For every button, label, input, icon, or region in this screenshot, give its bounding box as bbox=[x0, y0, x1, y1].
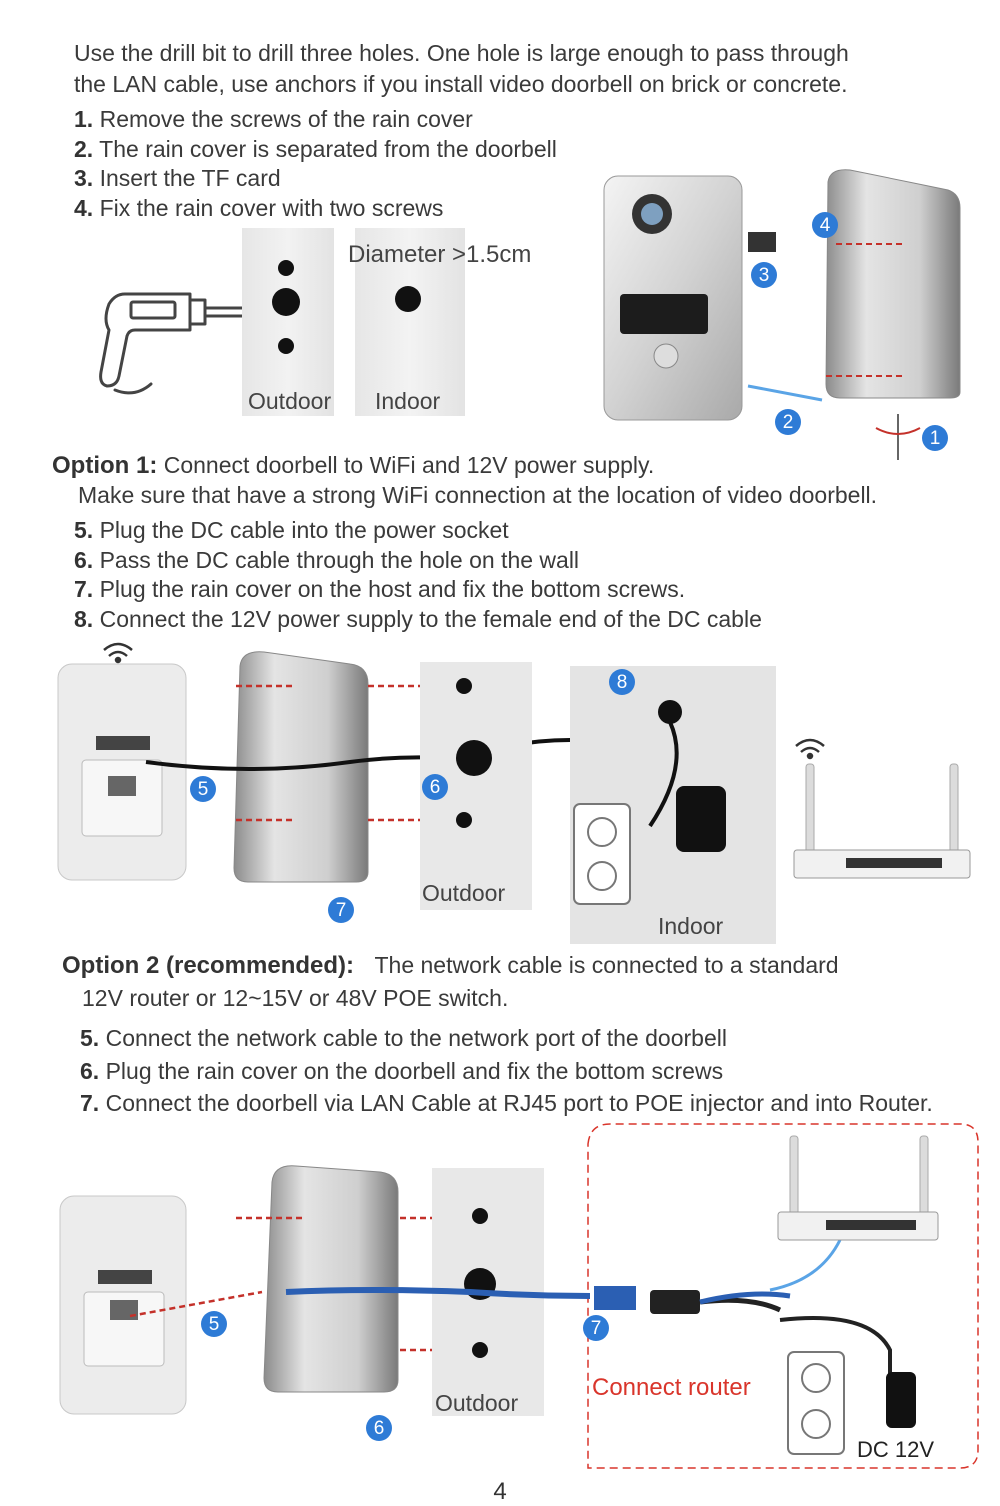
svg-text:2: 2 bbox=[783, 412, 794, 433]
option1-indoor-label: Indoor bbox=[658, 913, 724, 939]
small-hole-top bbox=[278, 260, 294, 276]
intro-line-2: the LAN cable, use anchors if you instal… bbox=[74, 71, 848, 97]
indoor-hole bbox=[395, 286, 421, 312]
svg-text:7: 7 bbox=[591, 1318, 602, 1339]
badge-2: 2 bbox=[775, 409, 801, 435]
option1-steps: 5. Plug the DC cable into the power sock… bbox=[74, 516, 762, 634]
intro-paragraph: Use the drill bit to drill three holes. … bbox=[74, 38, 954, 100]
badge-7-opt2: 7 bbox=[583, 1315, 609, 1341]
badge-8: 8 bbox=[609, 669, 635, 695]
svg-text:7: 7 bbox=[336, 900, 347, 921]
drill-illustration bbox=[99, 292, 247, 395]
option1-step-7: 7. Plug the rain cover on the host and f… bbox=[74, 576, 686, 602]
option1-step-8: 8. Connect the 12V power supply to the f… bbox=[74, 605, 762, 632]
option1-outdoor-label: Outdoor bbox=[422, 880, 506, 906]
option2-step-7: 7. Connect the doorbell via LAN Cable at… bbox=[80, 1090, 933, 1116]
badge-3: 3 bbox=[751, 262, 777, 288]
outdoor-label: Outdoor bbox=[248, 388, 332, 414]
large-hole bbox=[272, 288, 300, 316]
option2-step-5: 5. Connect the network cable to the netw… bbox=[80, 1025, 727, 1051]
option2-title: Option 2 (recommended): bbox=[62, 952, 355, 979]
badge-6-opt1: 6 bbox=[422, 774, 448, 800]
indoor-label: Indoor bbox=[375, 388, 441, 414]
option1-subtitle: Make sure that have a strong WiFi connec… bbox=[78, 482, 878, 508]
indoor-wall-patch: Indoor bbox=[355, 228, 465, 416]
diameter-label: Diameter >1.5cm bbox=[348, 241, 532, 268]
option1-illustration bbox=[57, 642, 971, 944]
option2-subtitle: 12V router or 12~15V or 48V POE switch. bbox=[82, 985, 509, 1011]
wifi-icon bbox=[103, 642, 133, 664]
connect-router-label: Connect router bbox=[592, 1374, 751, 1401]
badge-5-opt1: 5 bbox=[190, 776, 216, 802]
badge-5-opt2: 5 bbox=[201, 1311, 227, 1337]
dc-12v-label: DC 12V bbox=[857, 1437, 935, 1462]
svg-text:6: 6 bbox=[430, 777, 441, 798]
option1-step-5: 5. Plug the DC cable into the power sock… bbox=[74, 517, 509, 543]
svg-text:5: 5 bbox=[198, 779, 209, 800]
option2-step-6: 6. Plug the rain cover on the doorbell a… bbox=[80, 1057, 724, 1084]
page-number: 4 bbox=[493, 1478, 507, 1505]
install-step-3: 3. Insert the TF card bbox=[74, 165, 281, 191]
intro-line-1: Use the drill bit to drill three holes. … bbox=[74, 40, 849, 66]
install-step-1: 1. Remove the screws of the rain cover bbox=[74, 106, 473, 132]
badge-1: 1 bbox=[922, 425, 948, 451]
badge-6-opt2: 6 bbox=[366, 1415, 392, 1441]
install-step-2: 2. The rain cover is separated from the … bbox=[74, 135, 557, 162]
svg-text:3: 3 bbox=[759, 265, 770, 286]
option1-heading: Option 1: Connect doorbell to WiFi and 1… bbox=[52, 452, 654, 480]
svg-text:5: 5 bbox=[209, 1314, 220, 1335]
option2-outdoor-label: Outdoor bbox=[435, 1390, 519, 1416]
option2-steps: 5. Connect the network cable to the netw… bbox=[80, 1022, 933, 1120]
badge-7-opt1: 7 bbox=[328, 897, 354, 923]
svg-text:8: 8 bbox=[617, 672, 628, 693]
option1-step-6: 6. Pass the DC cable through the hole on… bbox=[74, 546, 580, 573]
svg-text:4: 4 bbox=[820, 215, 831, 236]
badge-4: 4 bbox=[812, 212, 838, 238]
option2-heading: Option 2 (recommended): The network cabl… bbox=[62, 952, 839, 980]
doorbell-rain-cover-illustration bbox=[603, 169, 961, 460]
option1-title: Option 1: bbox=[52, 452, 158, 479]
router-icon bbox=[793, 738, 971, 879]
option2-illustration bbox=[59, 1123, 979, 1469]
option2-title-rest: The network cable is connected to a stan… bbox=[374, 952, 839, 978]
svg-text:1: 1 bbox=[930, 428, 941, 449]
small-hole-bottom bbox=[278, 338, 294, 354]
install-steps: 1. Remove the screws of the rain cover 2… bbox=[74, 105, 557, 223]
install-step-4: 4. Fix the rain cover with two screws bbox=[74, 194, 444, 221]
option1-title-rest: Connect doorbell to WiFi and 12V power s… bbox=[157, 452, 655, 478]
outdoor-wall-patch: Outdoor bbox=[242, 228, 334, 416]
svg-text:6: 6 bbox=[374, 1418, 385, 1439]
